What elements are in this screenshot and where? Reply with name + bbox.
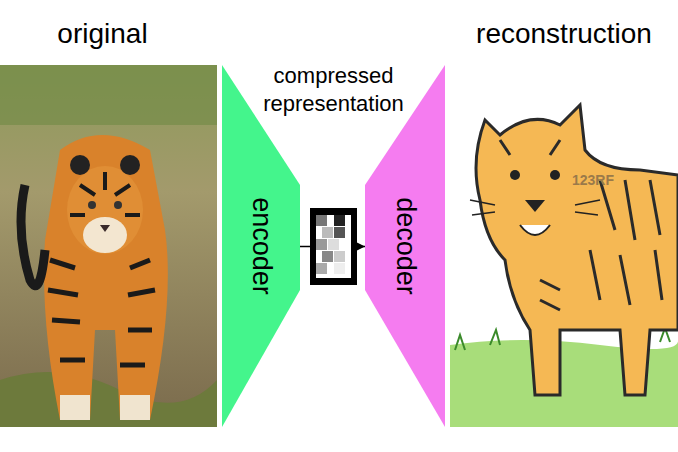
tiger-sketch bbox=[450, 65, 678, 427]
node-heading: compressed representation bbox=[249, 62, 419, 118]
image-label: original bbox=[0, 18, 205, 50]
connector-arrow bbox=[357, 246, 365, 248]
node-label: encoder bbox=[246, 197, 277, 295]
tiger-photo bbox=[0, 65, 217, 427]
connector-arrow bbox=[300, 246, 310, 248]
encoder-trapezoid: encoder bbox=[222, 65, 300, 427]
image-label: reconstruction bbox=[450, 18, 678, 50]
decoder-trapezoid: decoder bbox=[365, 65, 445, 427]
shape-outline bbox=[310, 208, 357, 285]
watermark: 123RF bbox=[572, 172, 652, 188]
node-label: decoder bbox=[390, 197, 421, 295]
latent-box: compressed representation bbox=[310, 208, 357, 285]
